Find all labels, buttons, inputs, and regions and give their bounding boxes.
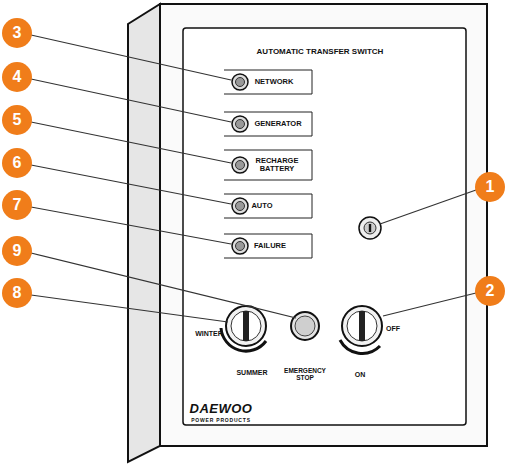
emergency-stop-button [291,312,319,340]
key-switch [359,217,381,239]
indicator-label: NETWORK [255,78,294,86]
indicator-label: RECHARGE BATTERY [252,157,302,174]
callout-number: 1 [486,178,495,196]
indicator-label: GENERATOR [254,120,301,128]
callout-number: 8 [13,284,22,302]
callout-number: 9 [13,242,22,260]
brand-subtitle: POWER PRODUCTS [191,418,251,424]
callout-number: 4 [13,68,22,86]
callout-number: 5 [13,111,22,129]
switch-position: ON [355,371,366,379]
switch-position: OFF [386,325,400,333]
housing-side [128,4,160,462]
button-label: EMERGENCY STOP [280,367,330,381]
front-panel [183,28,466,425]
callout-circles [2,18,505,308]
power-knob [340,306,382,353]
brand-name: DAEWOO [190,402,253,416]
callout-number: 2 [486,282,495,300]
label-plates [224,70,312,258]
panel-title: AUTOMATIC TRANSFER SWITCH [257,48,384,57]
callout-number: 7 [13,196,22,214]
leader-lines [31,35,476,322]
indicator-label: AUTO [251,202,272,210]
switch-position: SUMMER [236,369,267,377]
indicator-leds [232,74,248,254]
housing-front [160,4,487,446]
callout-number: 3 [13,24,22,42]
callout-number: 6 [13,154,22,172]
indicator-label: FAILURE [254,242,286,250]
season-knob [221,306,266,351]
switch-position: WINTER [195,330,223,338]
